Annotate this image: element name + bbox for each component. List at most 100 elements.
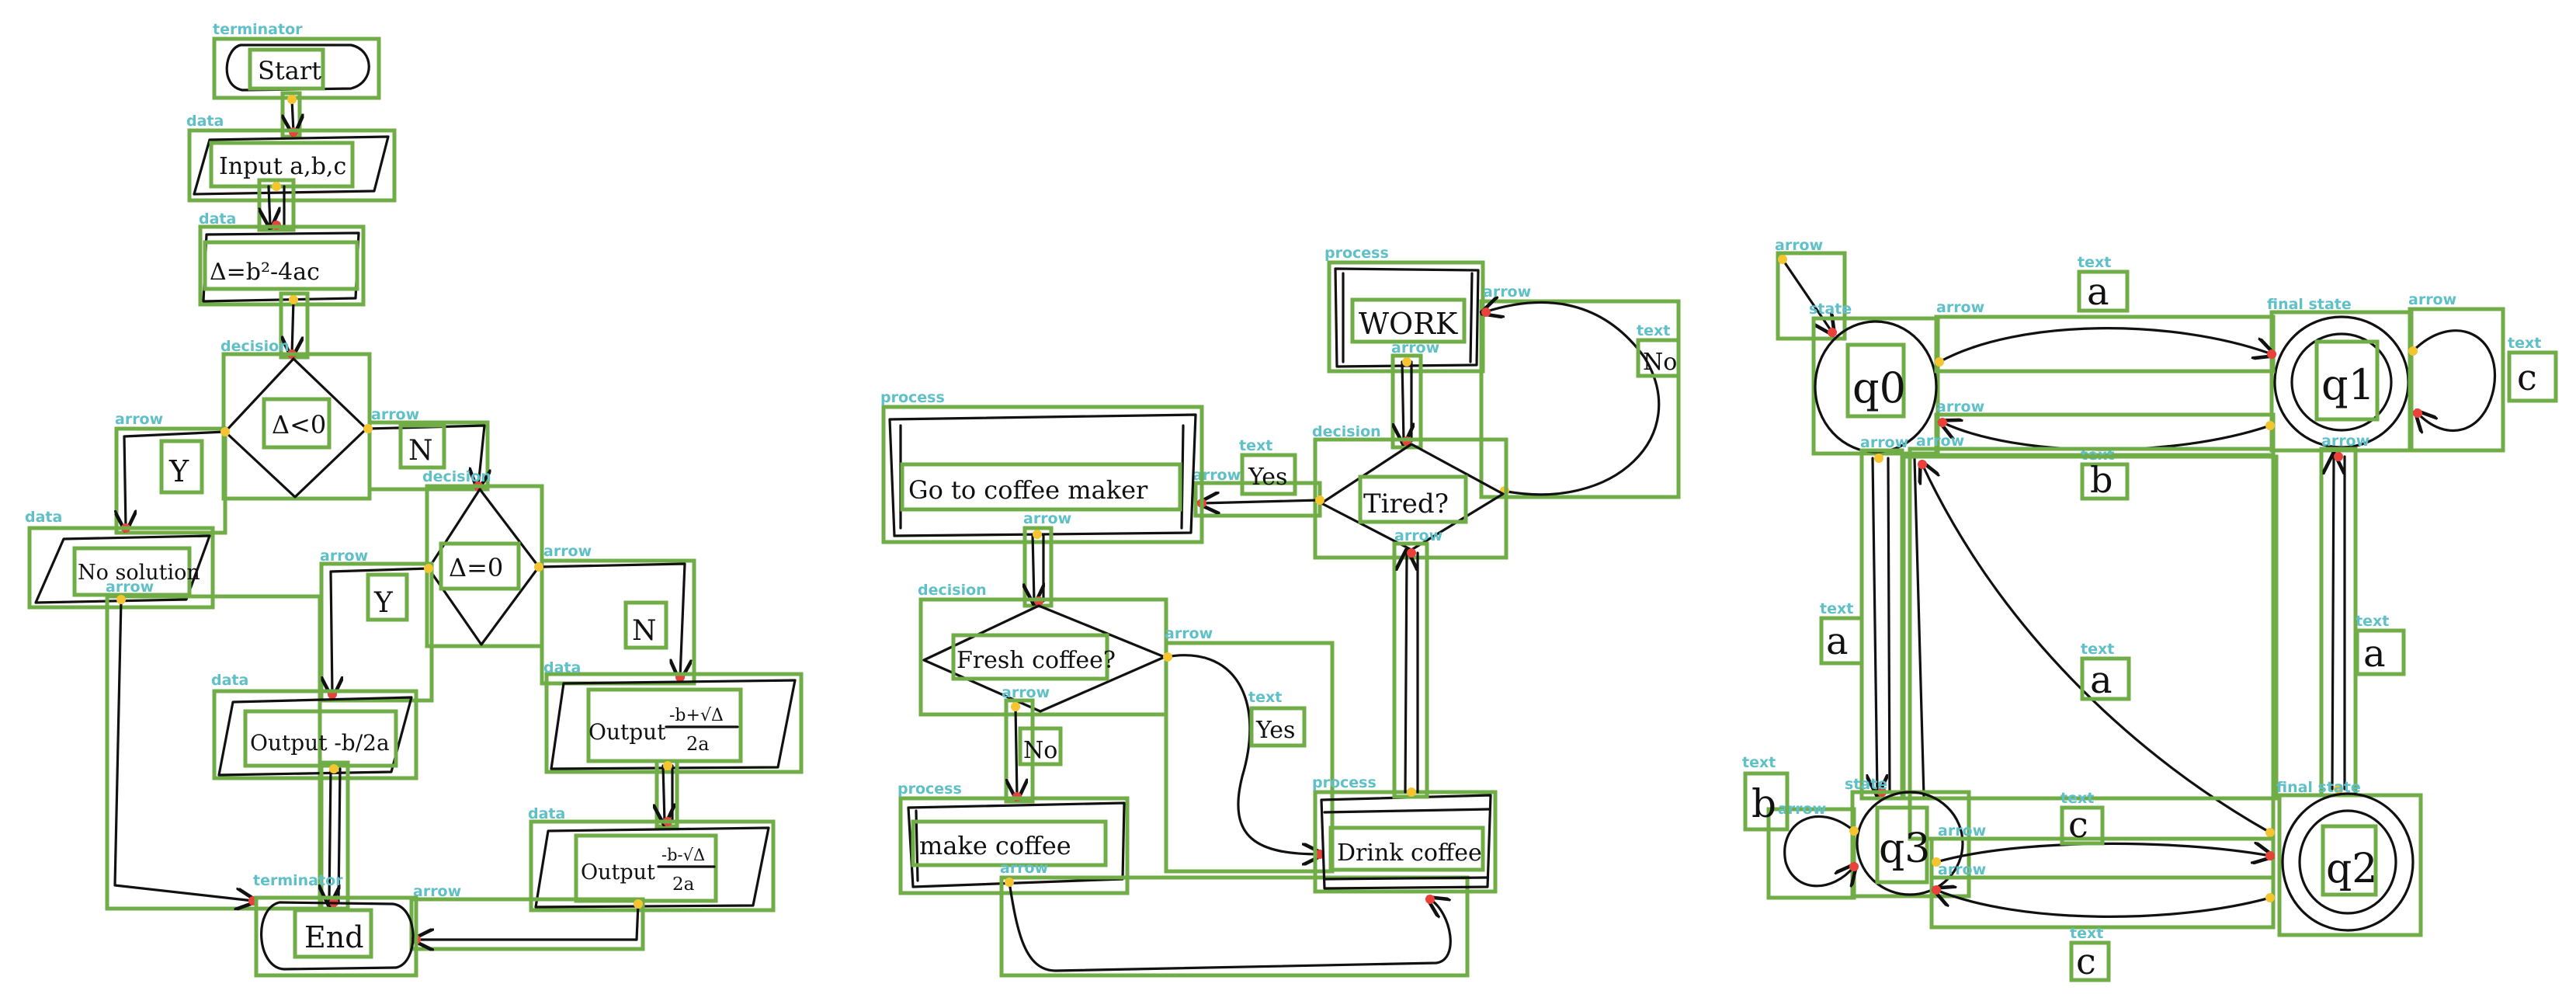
text-annotation: text	[1820, 600, 1853, 617]
delta-data: data Δ=b²-4ac	[198, 210, 366, 307]
arrow-q1-self: arrow text c	[2408, 291, 2558, 453]
state-q0: state q0	[1809, 301, 1940, 456]
yes1-text: Y	[168, 454, 189, 488]
process-annotation: process	[1312, 774, 1377, 791]
data-annotation: data	[199, 210, 236, 228]
terminator-annotation: terminator	[253, 872, 343, 889]
process-annotation: process	[880, 389, 945, 406]
end-text: End	[304, 920, 364, 954]
decision-annotation: decision	[220, 338, 290, 355]
arrow-annotation: arrow	[1936, 398, 1984, 415]
arrow-annotation: arrow	[1778, 801, 1826, 818]
flowchart-quadratic: terminator Start data Input a,b,c	[25, 21, 804, 978]
arrow-fresh-no: arrow No	[1002, 684, 1063, 804]
work-text: WORK	[1359, 307, 1458, 341]
text-annotation: text	[2070, 925, 2103, 942]
state-q2: final state q2	[2276, 779, 2423, 937]
process-annotation: process	[1324, 245, 1389, 262]
decision-annotation: decision	[1312, 423, 1381, 440]
arrow-q2-q1: arrow text a	[2319, 433, 2406, 798]
label-left: a	[1826, 620, 1849, 663]
label-mid-top: b	[2090, 459, 2113, 501]
arrow-annotation: arrow	[371, 406, 419, 423]
arrow-annotation: arrow	[1394, 527, 1442, 544]
arrow-annotation: arrow	[2321, 433, 2369, 450]
state-q3: state q3	[1845, 776, 1971, 899]
out2-word: Output	[588, 719, 666, 745]
label-self-q3: b	[1751, 781, 1776, 826]
start-terminator: terminator Start	[212, 21, 381, 100]
text-annotation: text	[1239, 437, 1272, 454]
end-terminator: terminator End	[253, 872, 418, 978]
output-root-minus: data Output -b-√Δ 2a	[528, 805, 776, 912]
q1-text: q1	[2321, 360, 2375, 409]
arrow-make-drink: arrow	[999, 860, 1470, 978]
arrow-annotation: arrow	[2408, 291, 2456, 308]
label-top: a	[2087, 270, 2109, 314]
no-text: No	[1643, 349, 1677, 376]
arrow-annotation: arrow	[1860, 434, 1908, 451]
arrow-annotation: arrow	[1391, 339, 1439, 356]
drink-coffee-process: process Drink coffee	[1312, 774, 1498, 894]
arrow-nosolution-end: arrow	[105, 579, 322, 909]
arrow-annotation: arrow	[1916, 433, 1964, 450]
arrow-annotation: arrow	[115, 411, 163, 428]
arrow-annotation: arrow	[1000, 860, 1048, 877]
label-right: a	[2363, 632, 2386, 676]
terminator-annotation: terminator	[213, 21, 303, 38]
output-root-plus: data Output -b+√Δ 2a	[543, 659, 804, 774]
arrow-annotation: arrow	[413, 883, 461, 900]
arrow-tired-no: arrow text No	[1481, 283, 1681, 499]
state-annotation: state	[1809, 301, 1852, 318]
arrow-q0-q1: arrow text a	[1934, 254, 2276, 374]
arrow-tired-yes: arrow text Yes	[1193, 437, 1324, 518]
final-state-annotation: final state	[2267, 296, 2352, 313]
text-annotation: text	[2356, 613, 2389, 630]
yes2-text: Yes	[1255, 717, 1295, 744]
arrow-q0-q3: arrow text a	[1819, 434, 1908, 801]
arrow-q3-self: arrow text b	[1742, 754, 1859, 900]
go-coffee-process: process Go to coffee maker	[880, 389, 1204, 544]
arrow-annotation: arrow	[543, 543, 592, 560]
text-annotation: text	[1637, 322, 1670, 339]
finite-automaton: arrow state q0 final state q1 arrow tex	[1742, 237, 2558, 982]
arrow-annotation: arrow	[1193, 467, 1241, 484]
no-solution-text: No solution	[78, 561, 200, 585]
make-text: make coffee	[919, 831, 1071, 860]
arrow-cond2-yes: arrow Y	[319, 547, 434, 703]
label-diag: a	[2090, 659, 2113, 702]
arrow-out2-out3	[657, 759, 679, 829]
label-bottom-upper: c	[2068, 804, 2088, 846]
text-annotation: text	[2081, 641, 2114, 658]
cond2-text: Δ=0	[449, 553, 503, 582]
out3-denominator: 2a	[672, 874, 695, 895]
out3-numerator: -b-√Δ	[661, 846, 705, 864]
make-coffee-process: process make coffee	[897, 780, 1130, 895]
cond1-text: Δ<0	[272, 410, 326, 440]
arrow-fresh-yes: arrow text Yes	[1163, 625, 1335, 874]
arrow-q2-q3: arrow text c	[1932, 861, 2276, 982]
start-text: Start	[258, 56, 321, 85]
arrow-out3-end: arrow	[409, 883, 645, 951]
text-annotation: text	[1248, 689, 1282, 706]
arrow-start-q0: arrow	[1775, 237, 1847, 341]
yes1-text: Yes	[1248, 464, 1287, 491]
text-annotation: text	[2078, 254, 2111, 271]
data-annotation: data	[25, 509, 62, 526]
arrow-annotation: arrow	[1483, 283, 1531, 301]
arrow-start-input	[280, 91, 300, 139]
arrow-annotation: arrow	[1938, 822, 1986, 839]
arrow-annotation: arrow	[320, 547, 368, 565]
out1-text: Output -b/2a	[250, 730, 390, 756]
no1-text: N	[408, 435, 433, 467]
tired-text: Tired?	[1363, 488, 1449, 520]
process-annotation: process	[897, 780, 962, 798]
arrow-cond1-no: arrow N	[363, 406, 488, 491]
decision-delta-negative: decision Δ<0	[220, 338, 372, 501]
final-state-annotation: final state	[2276, 779, 2361, 796]
out2-numerator: -b+√Δ	[669, 706, 724, 725]
out2-denominator: 2a	[686, 733, 710, 755]
state-annotation: state	[1845, 776, 1887, 793]
flowchart-coffee: process WORK arrow arrow text No decisi	[880, 245, 1681, 978]
